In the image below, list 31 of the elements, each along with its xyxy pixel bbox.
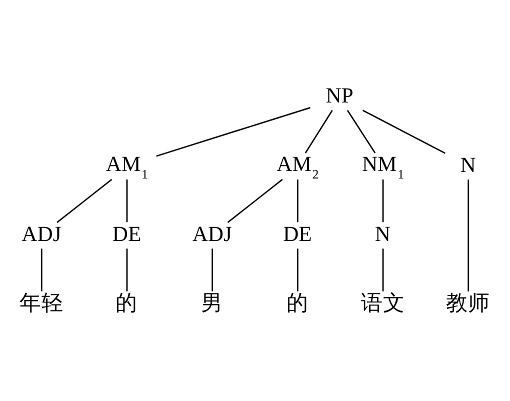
node-text: 的: [116, 290, 138, 315]
connector: [304, 109, 333, 153]
connector: [156, 106, 310, 156]
connector: [296, 248, 298, 291]
node-text: NP: [326, 83, 354, 108]
connector: [382, 178, 384, 222]
node-text: 年轻: [19, 290, 64, 315]
connector: [227, 178, 283, 222]
node-text: N: [460, 152, 476, 176]
node-text: 男: [200, 290, 223, 315]
node-text: N: [374, 221, 391, 246]
connector: [56, 178, 112, 222]
connector: [468, 179, 470, 291]
node-text: 语文: [360, 290, 405, 315]
connector: [296, 178, 298, 222]
connector: [362, 109, 446, 154]
node-text: 教师: [446, 290, 490, 315]
node-text: DE: [283, 221, 312, 246]
node-text: ADJ: [192, 221, 232, 246]
connector: [346, 109, 376, 153]
connector: [126, 248, 128, 291]
connector: [212, 248, 214, 291]
node-text: ADJ: [22, 221, 62, 246]
connector: [126, 178, 128, 222]
node-text: NM$_{1}$: [362, 151, 404, 181]
connector: [40, 248, 42, 291]
node-text: AM$_{1}$: [106, 151, 148, 181]
node-text: DE: [112, 221, 142, 246]
node-text: AM$_{2}$: [276, 151, 319, 181]
node-text: 的: [286, 290, 308, 315]
connector: [382, 248, 384, 291]
